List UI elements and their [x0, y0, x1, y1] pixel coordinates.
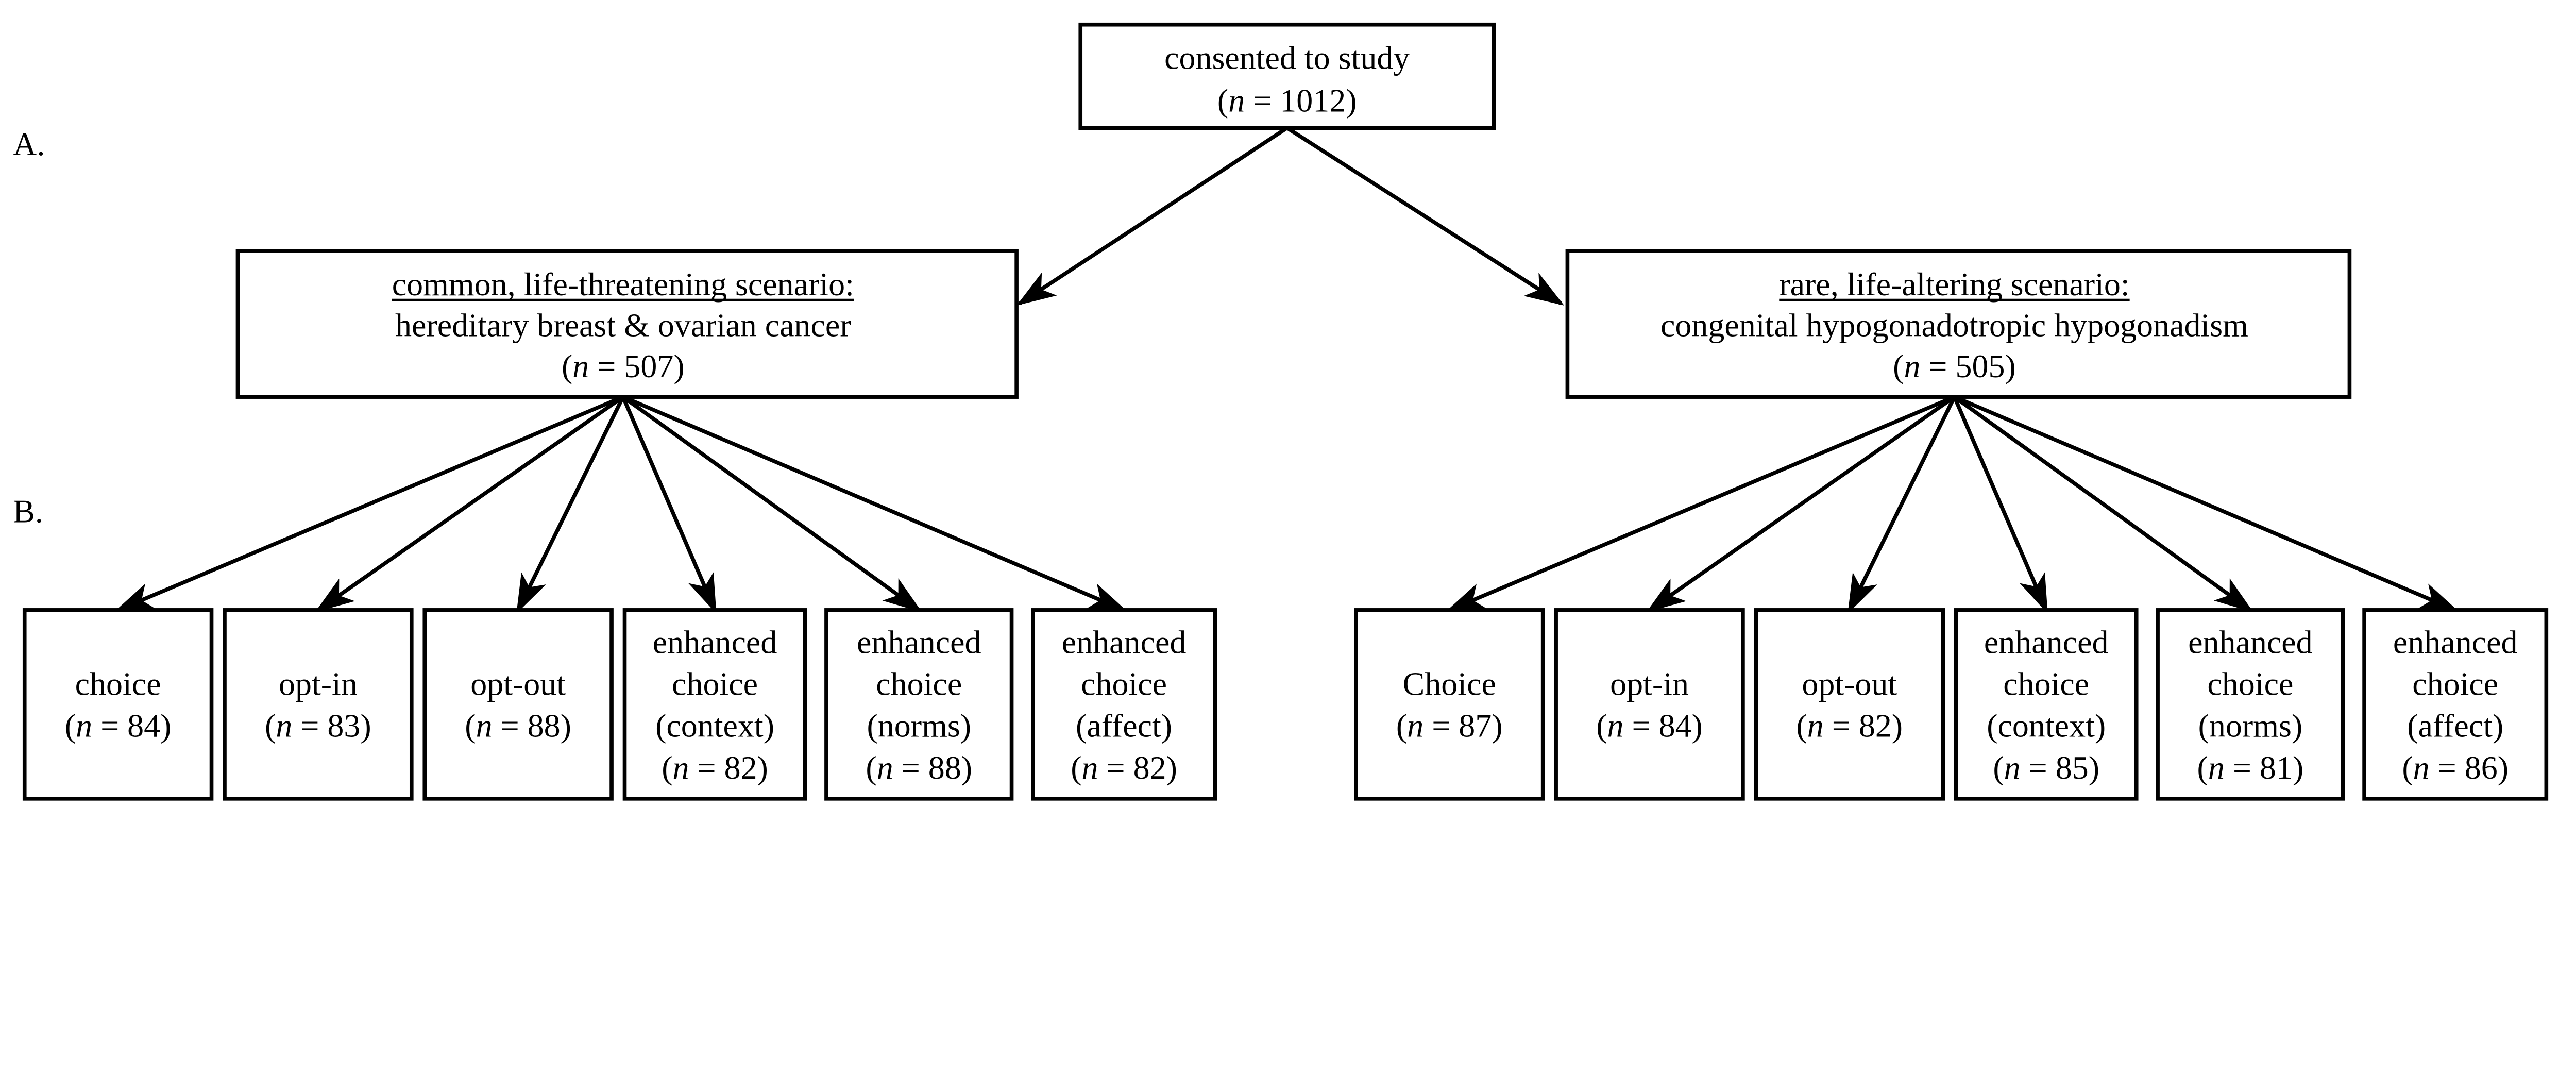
arm-label: enhanced — [2393, 624, 2518, 660]
arm-node: enhanced choice (context) (n = 85) — [1954, 608, 2139, 801]
edge-scenario-1-to-arm-5 — [622, 395, 922, 613]
arm-node-border — [1354, 608, 1545, 801]
arm-node-border — [622, 608, 807, 801]
arm-node: choice (n = 84) — [22, 608, 214, 801]
edge-scenario-2-to-arm-4 — [1952, 396, 2048, 614]
arm-label: choice — [876, 666, 962, 702]
edge-scenario-2-to-arm-1 — [1446, 395, 1955, 612]
arm-label: choice — [75, 666, 161, 702]
edge-scenario-1-to-arm-2 — [315, 395, 624, 613]
arm-n: (n = 85) — [1993, 749, 2099, 786]
arm-label: enhanced — [1984, 624, 2109, 660]
arm-label: choice — [672, 666, 758, 702]
arm-node-border — [22, 608, 214, 801]
arm-label: enhanced — [1062, 624, 1187, 660]
arm-label: opt-in — [1610, 666, 1689, 702]
arm-node-border — [824, 608, 1014, 801]
arm-label: (norms) — [2198, 708, 2303, 744]
arm-label: choice — [1081, 666, 1167, 702]
arm-node: enhanced choice (norms) (n = 81) — [2156, 608, 2345, 801]
arm-node-border — [223, 608, 414, 801]
arm-node: enhanced choice (context) (n = 82) — [622, 608, 807, 801]
arm-n: (n = 86) — [2402, 749, 2509, 786]
scenario-title: common, life-threatening scenario: — [392, 266, 854, 303]
arm-n: (n = 84) — [65, 708, 172, 744]
arm-n: (n = 81) — [2197, 749, 2304, 786]
arm-node-border — [2362, 608, 2549, 801]
arm-label: enhanced — [857, 624, 981, 660]
arm-label: (norms) — [867, 708, 971, 744]
arm-n: (n = 87) — [1396, 708, 1503, 744]
root-node: consented to study (n = 1012) — [1078, 22, 1496, 130]
edge-scenario-2-to-arm-5 — [1953, 395, 2254, 613]
arm-node: Choice (n = 87) — [1354, 608, 1545, 801]
edge-scenario-2-to-arm-2 — [1646, 395, 1956, 613]
arm-label: (affect) — [2407, 708, 2503, 744]
arm-node: enhanced choice (affect) (n = 82) — [1031, 608, 1217, 801]
arm-node: opt-in (n = 83) — [223, 608, 414, 801]
arm-label: opt-out — [1802, 666, 1897, 702]
arm-node-border — [1031, 608, 1217, 801]
arm-label: Choice — [1403, 666, 1496, 702]
arm-n: (n = 82) — [662, 749, 768, 786]
scenario-n: (n = 507) — [562, 348, 685, 384]
edges — [114, 126, 2459, 614]
arm-node-border — [1954, 608, 2139, 801]
scenario-title: rare, life-altering scenario: — [1779, 266, 2129, 303]
arm-n: (n = 82) — [1796, 708, 1903, 744]
arm-node-border — [1554, 608, 1745, 801]
edge-scenario-1-to-arm-6 — [622, 395, 1128, 612]
edge-root-to-scenario-2 — [1286, 126, 1565, 306]
root-label: consented to study — [1164, 40, 1410, 76]
arm-n: (n = 82) — [1071, 749, 1177, 786]
arm-node-border — [2156, 608, 2345, 801]
scenario-node-2-border — [1565, 249, 2352, 399]
study-flow-diagram: A. B. consented to study (n = 1012) common… — [13, 22, 2549, 801]
arm-node: opt-out (n = 82) — [1754, 608, 1945, 801]
arm-label: choice — [2003, 666, 2089, 702]
edge-scenario-1-to-arm-4 — [621, 396, 717, 614]
scenario-n: (n = 505) — [1893, 348, 2016, 384]
arm-label: (affect) — [1076, 708, 1172, 744]
arm-node-border — [1754, 608, 1945, 801]
arm-n: (n = 88) — [866, 749, 972, 786]
scenario-node-1-border — [235, 249, 1019, 399]
arm-label: choice — [2207, 666, 2293, 702]
arm-label: opt-out — [470, 666, 566, 702]
arm-label: opt-in — [279, 666, 358, 702]
edge-scenario-1-to-arm-3 — [516, 396, 625, 614]
arm-node: opt-out (n = 88) — [422, 608, 614, 801]
root-n: (n = 1012) — [1217, 82, 1357, 119]
root-node-border — [1078, 22, 1496, 130]
scenario-subtitle: congenital hypogonadotropic hypogonadism — [1660, 307, 2248, 343]
arm-label: enhanced — [653, 624, 777, 660]
edge-scenario-2-to-arm-3 — [1848, 396, 1956, 614]
edge-scenario-2-to-arm-6 — [1953, 395, 2459, 612]
arm-label: (context) — [1987, 708, 2106, 744]
panel-label-a: A. — [13, 126, 45, 162]
arm-label: enhanced — [2188, 624, 2313, 660]
scenario-node-2: rare, life-altering scenario: congenital … — [1565, 249, 2352, 399]
arm-label: (context) — [655, 708, 774, 744]
arm-label: choice — [2412, 666, 2498, 702]
scenario-node-1: common, life-threatening scenario: heredi… — [235, 249, 1019, 399]
arm-node: enhanced choice (norms) (n = 88) — [824, 608, 1014, 801]
panel-label-b: B. — [13, 493, 43, 529]
edge-root-to-scenario-1 — [1016, 126, 1289, 306]
arm-node: opt-in (n = 84) — [1554, 608, 1745, 801]
arm-node-border — [422, 608, 614, 801]
nodes: consented to study (n = 1012) common, life… — [22, 22, 2549, 801]
edge-scenario-1-to-arm-1 — [114, 395, 624, 612]
arm-node: enhanced choice (affect) (n = 86) — [2362, 608, 2549, 801]
arm-n: (n = 84) — [1596, 708, 1703, 744]
arm-n: (n = 83) — [265, 708, 371, 744]
scenario-subtitle: hereditary breast & ovarian cancer — [395, 307, 851, 343]
arm-n: (n = 88) — [465, 708, 571, 744]
